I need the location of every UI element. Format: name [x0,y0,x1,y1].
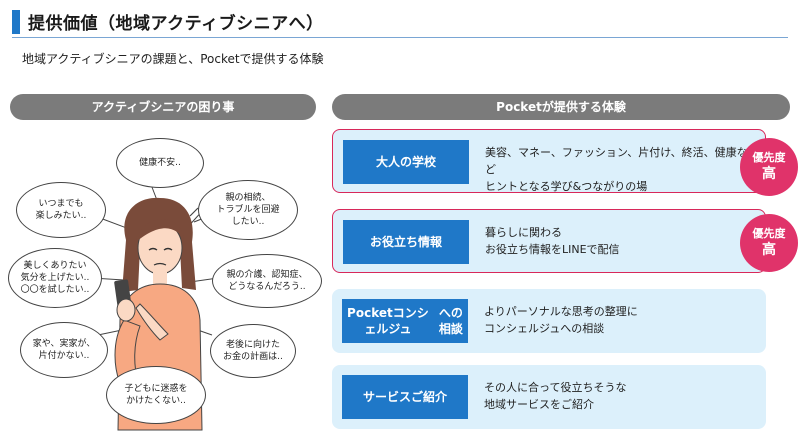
concern-bubble-children: 子どもに迷惑をかけたくない.. [106,366,206,424]
title-bar: 提供価値（地域アクティブシニアへ） [12,8,788,38]
page-title: 提供価値（地域アクティブシニアへ） [28,14,324,34]
priority-badge-level: 高 [762,166,776,182]
concern-bubble-tidying: 家や、実家が、片付かない.. [20,322,108,378]
bubble-text: 家や、実家が、片付かない.. [32,339,96,361]
bubble-text: 健康不安.. [139,158,181,168]
page-subtitle: 地域アクティブシニアの課題と、Pocketで提供する体験 [22,52,324,66]
concern-bubble-care: 親の介護、認知症、どうなるんだろう.. [212,254,322,308]
priority-badge: 優先度 高 [740,138,798,196]
offer-description: 美容、マネー、ファッション、片付け、終活、健康などヒントとなる学び&つながりの場 [485,146,748,193]
title-accent-bar [12,10,20,34]
concerns-illustration: 健康不安.. いつまでも楽しみたい.. 親の相続、トラブルを回避したい.. 美し… [0,130,330,433]
offer-item-adult-school: 大人の学校 美容、マネー、ファッション、片付け、終活、健康などヒントとなる学び&… [332,129,766,193]
offer-item-service-intro: サービスご紹介 その人に合って役立ちそうな地域サービスをご紹介 [332,365,766,429]
priority-badge-level: 高 [762,242,776,258]
offer-item-concierge: Pocketコンシェルジュへの相談 よりパーソナルな思考の整理にコンシェルジュへ… [332,289,766,353]
concern-bubble-beauty: 美しくありたい気分を上げたい..〇〇を試したい.. [8,248,102,308]
concern-bubble-health: 健康不安.. [116,138,204,188]
priority-badge: 優先度 高 [740,214,798,272]
offer-label: お役立ち情報 [343,220,469,264]
bubble-text: 親の介護、認知症、どうなるんだろう.. [226,270,308,292]
title-underline [12,37,788,38]
concern-bubble-money: 老後に向けたお金の計画は.. [210,324,296,378]
bubble-text: 親の相続、トラブルを回避したい.. [216,193,280,227]
offer-label: 大人の学校 [343,140,469,184]
bubble-text: 子どもに迷惑をかけたくない.. [124,384,188,406]
offer-description: 暮らしに関わるお役立ち情報をLINEで配信 [485,226,620,256]
bubble-text: 老後に向けたお金の計画は.. [223,340,283,362]
right-panel-header: Pocketが提供する体験 [332,94,790,120]
offer-description: よりパーソナルな思考の整理にコンシェルジュへの相談 [484,305,638,335]
offer-item-useful-info: お役立ち情報 暮らしに関わるお役立ち情報をLINEで配信 [332,209,766,273]
bubble-text: いつまでも楽しみたい.. [35,199,87,221]
offer-label: Pocketコンシェルジュへの相談 [342,299,468,343]
concern-bubble-inheritance: 親の相続、トラブルを回避したい.. [198,180,298,240]
concern-bubble-enjoy: いつまでも楽しみたい.. [16,182,106,238]
offer-label: サービスご紹介 [342,375,468,419]
priority-badge-label: 優先度 [752,227,786,240]
left-panel-header: アクティブシニアの困り事 [10,94,316,120]
bubble-text: 美しくありたい気分を上げたい..〇〇を試したい.. [20,261,90,295]
priority-badge-label: 優先度 [752,151,786,164]
offer-description: その人に合って役立ちそうな地域サービスをご紹介 [484,381,627,411]
